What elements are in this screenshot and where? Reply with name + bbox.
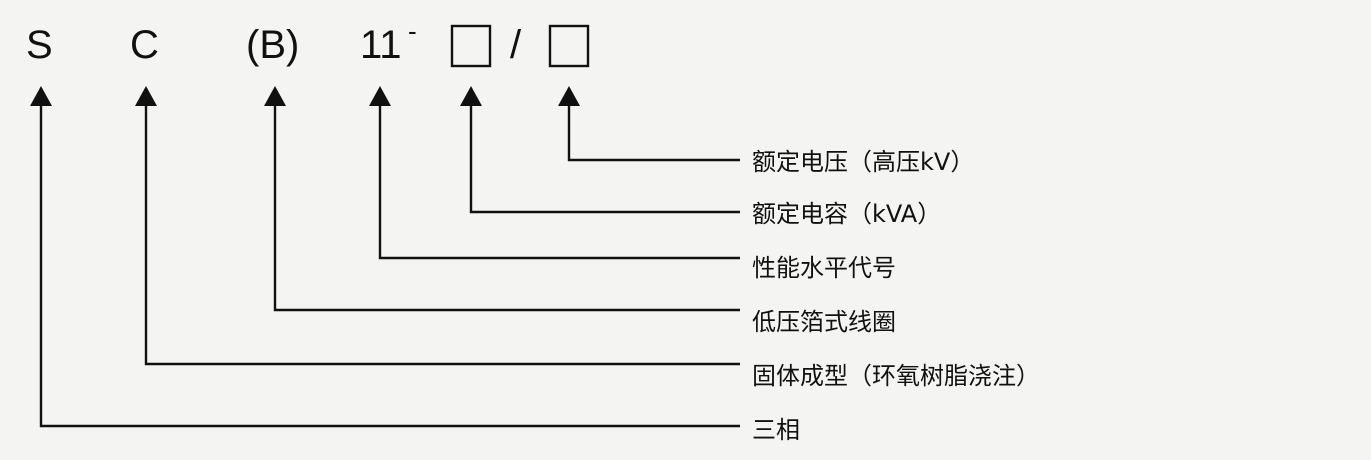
leader-line-cast-resin [144, 104, 740, 366]
leader-line-voltage [567, 104, 740, 162]
code-b: (B) [246, 23, 299, 67]
voltage-placeholder-box [548, 24, 590, 68]
code-c: C [130, 23, 159, 67]
label-foil-winding: 低压箔式线圈 [752, 308, 896, 336]
arrow-head-capacity [460, 86, 482, 106]
label-performance-code: 性能水平代号 [752, 254, 896, 282]
code-slash: / [510, 23, 522, 67]
arrow-head-voltage [558, 86, 580, 106]
code-11: 11 [360, 23, 402, 67]
label-three-phase: 三相 [752, 416, 800, 444]
leader-line-three-phase [39, 104, 740, 428]
leader-line-performance [378, 104, 740, 260]
label-rated-capacity: 额定电容（kVA） [752, 200, 941, 228]
label-cast-resin: 固体成型（环氧树脂浇注） [752, 362, 1040, 390]
label-rated-voltage: 额定电压（高压kV） [752, 148, 974, 176]
arrow-head-s [30, 86, 52, 106]
capacity-placeholder-box [450, 24, 492, 68]
leader-line-capacity [469, 104, 740, 214]
code-dash: - [408, 16, 417, 46]
arrow-head-c [135, 86, 157, 106]
arrow-head-11 [369, 86, 391, 106]
arrow-head-b [264, 86, 286, 106]
code-s: S [26, 23, 53, 67]
leader-line-foil-winding [273, 104, 740, 312]
